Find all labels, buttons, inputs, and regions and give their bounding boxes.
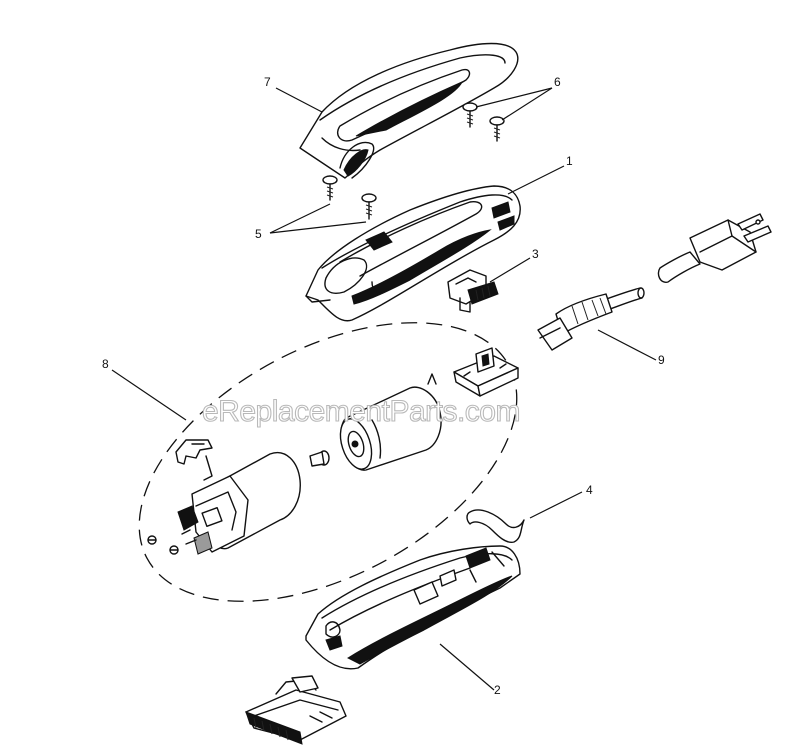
part-7-top-cover (299, 42, 519, 179)
part-3-switch (447, 269, 499, 313)
callout-1: 1 (566, 154, 573, 168)
watermark-text: eReplacementParts.com (202, 395, 520, 428)
part-6-screws (462, 102, 505, 142)
part-9-power-cord (537, 213, 772, 351)
leader-lines (111, 87, 657, 691)
callout-labels: 7 6 1 5 3 9 8 4 2 (102, 75, 665, 697)
callout-5: 5 (255, 227, 262, 241)
blade-assembly (245, 675, 347, 745)
part-4-spring-clip (466, 509, 525, 544)
callout-7: 7 (264, 75, 271, 89)
part-5-screws (322, 175, 377, 220)
callout-8: 8 (102, 357, 109, 371)
callout-2: 2 (494, 683, 501, 697)
part-2-bottom-housing (305, 545, 521, 670)
callout-3: 3 (532, 247, 539, 261)
callout-6: 6 (554, 75, 561, 89)
part-1-housing (305, 185, 521, 322)
callout-4: 4 (586, 483, 593, 497)
callout-9: 9 (658, 353, 665, 367)
part-8-motor-assembly-group (138, 322, 519, 602)
